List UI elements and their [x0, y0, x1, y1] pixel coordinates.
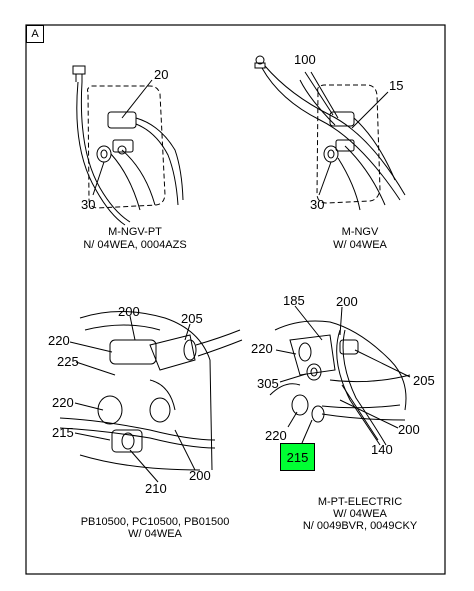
panel-4-drawing: [269, 305, 411, 446]
panel-1-caption-line-2: N/ 04WEA, 0004AZS: [83, 239, 187, 251]
callout-15: 15: [389, 78, 404, 93]
panel-1-caption-line-1: M-NGV-PT: [108, 226, 162, 238]
panel-3-drawing: [59, 311, 243, 483]
highlighted-callout-215[interactable]: 215: [280, 443, 315, 471]
callout-220: 220: [52, 395, 74, 410]
callout-200: 200: [118, 304, 140, 319]
callout-30: 30: [310, 197, 325, 212]
callout-20: 20: [154, 67, 169, 82]
callout-205: 205: [181, 311, 203, 326]
panel-3-caption-line-2: W/ 04WEA: [128, 528, 182, 540]
panel-4-caption-line-1: M-PT-ELECTRIC: [317, 496, 403, 508]
callout-220: 220: [265, 428, 287, 443]
callout-185: 185: [283, 293, 305, 308]
callout-210: 210: [145, 481, 167, 496]
panel-2-drawing: [254, 55, 406, 211]
panel-2-caption-line-1: M-NGV: [341, 226, 379, 238]
sheet-border: [25, 24, 446, 575]
callout-225: 225: [57, 354, 79, 369]
callout-100: 100: [294, 52, 316, 67]
callout-200: 200: [336, 294, 358, 309]
callout-30: 30: [81, 197, 96, 212]
panel-4-caption-line-2: W/ 04WEA: [333, 508, 387, 520]
sheet-corner-label: A: [26, 25, 44, 43]
callout-220: 220: [251, 341, 273, 356]
callout-200: 200: [189, 468, 211, 483]
panel-4-caption-line-3: N/ 0049BVR, 0049CKY: [302, 520, 418, 532]
callout-200: 200: [398, 422, 420, 437]
panel-2-caption-line-2: W/ 04WEA: [333, 239, 387, 251]
callout-205: 205: [413, 373, 435, 388]
callout-140: 140: [371, 442, 393, 457]
callout-305: 305: [257, 376, 279, 391]
callout-220: 220: [48, 333, 70, 348]
panel-3-caption-line-1: PB10500, PC10500, PB01500: [80, 516, 230, 528]
callout-215: 215: [52, 425, 74, 440]
panel-1-drawing: [72, 65, 184, 226]
